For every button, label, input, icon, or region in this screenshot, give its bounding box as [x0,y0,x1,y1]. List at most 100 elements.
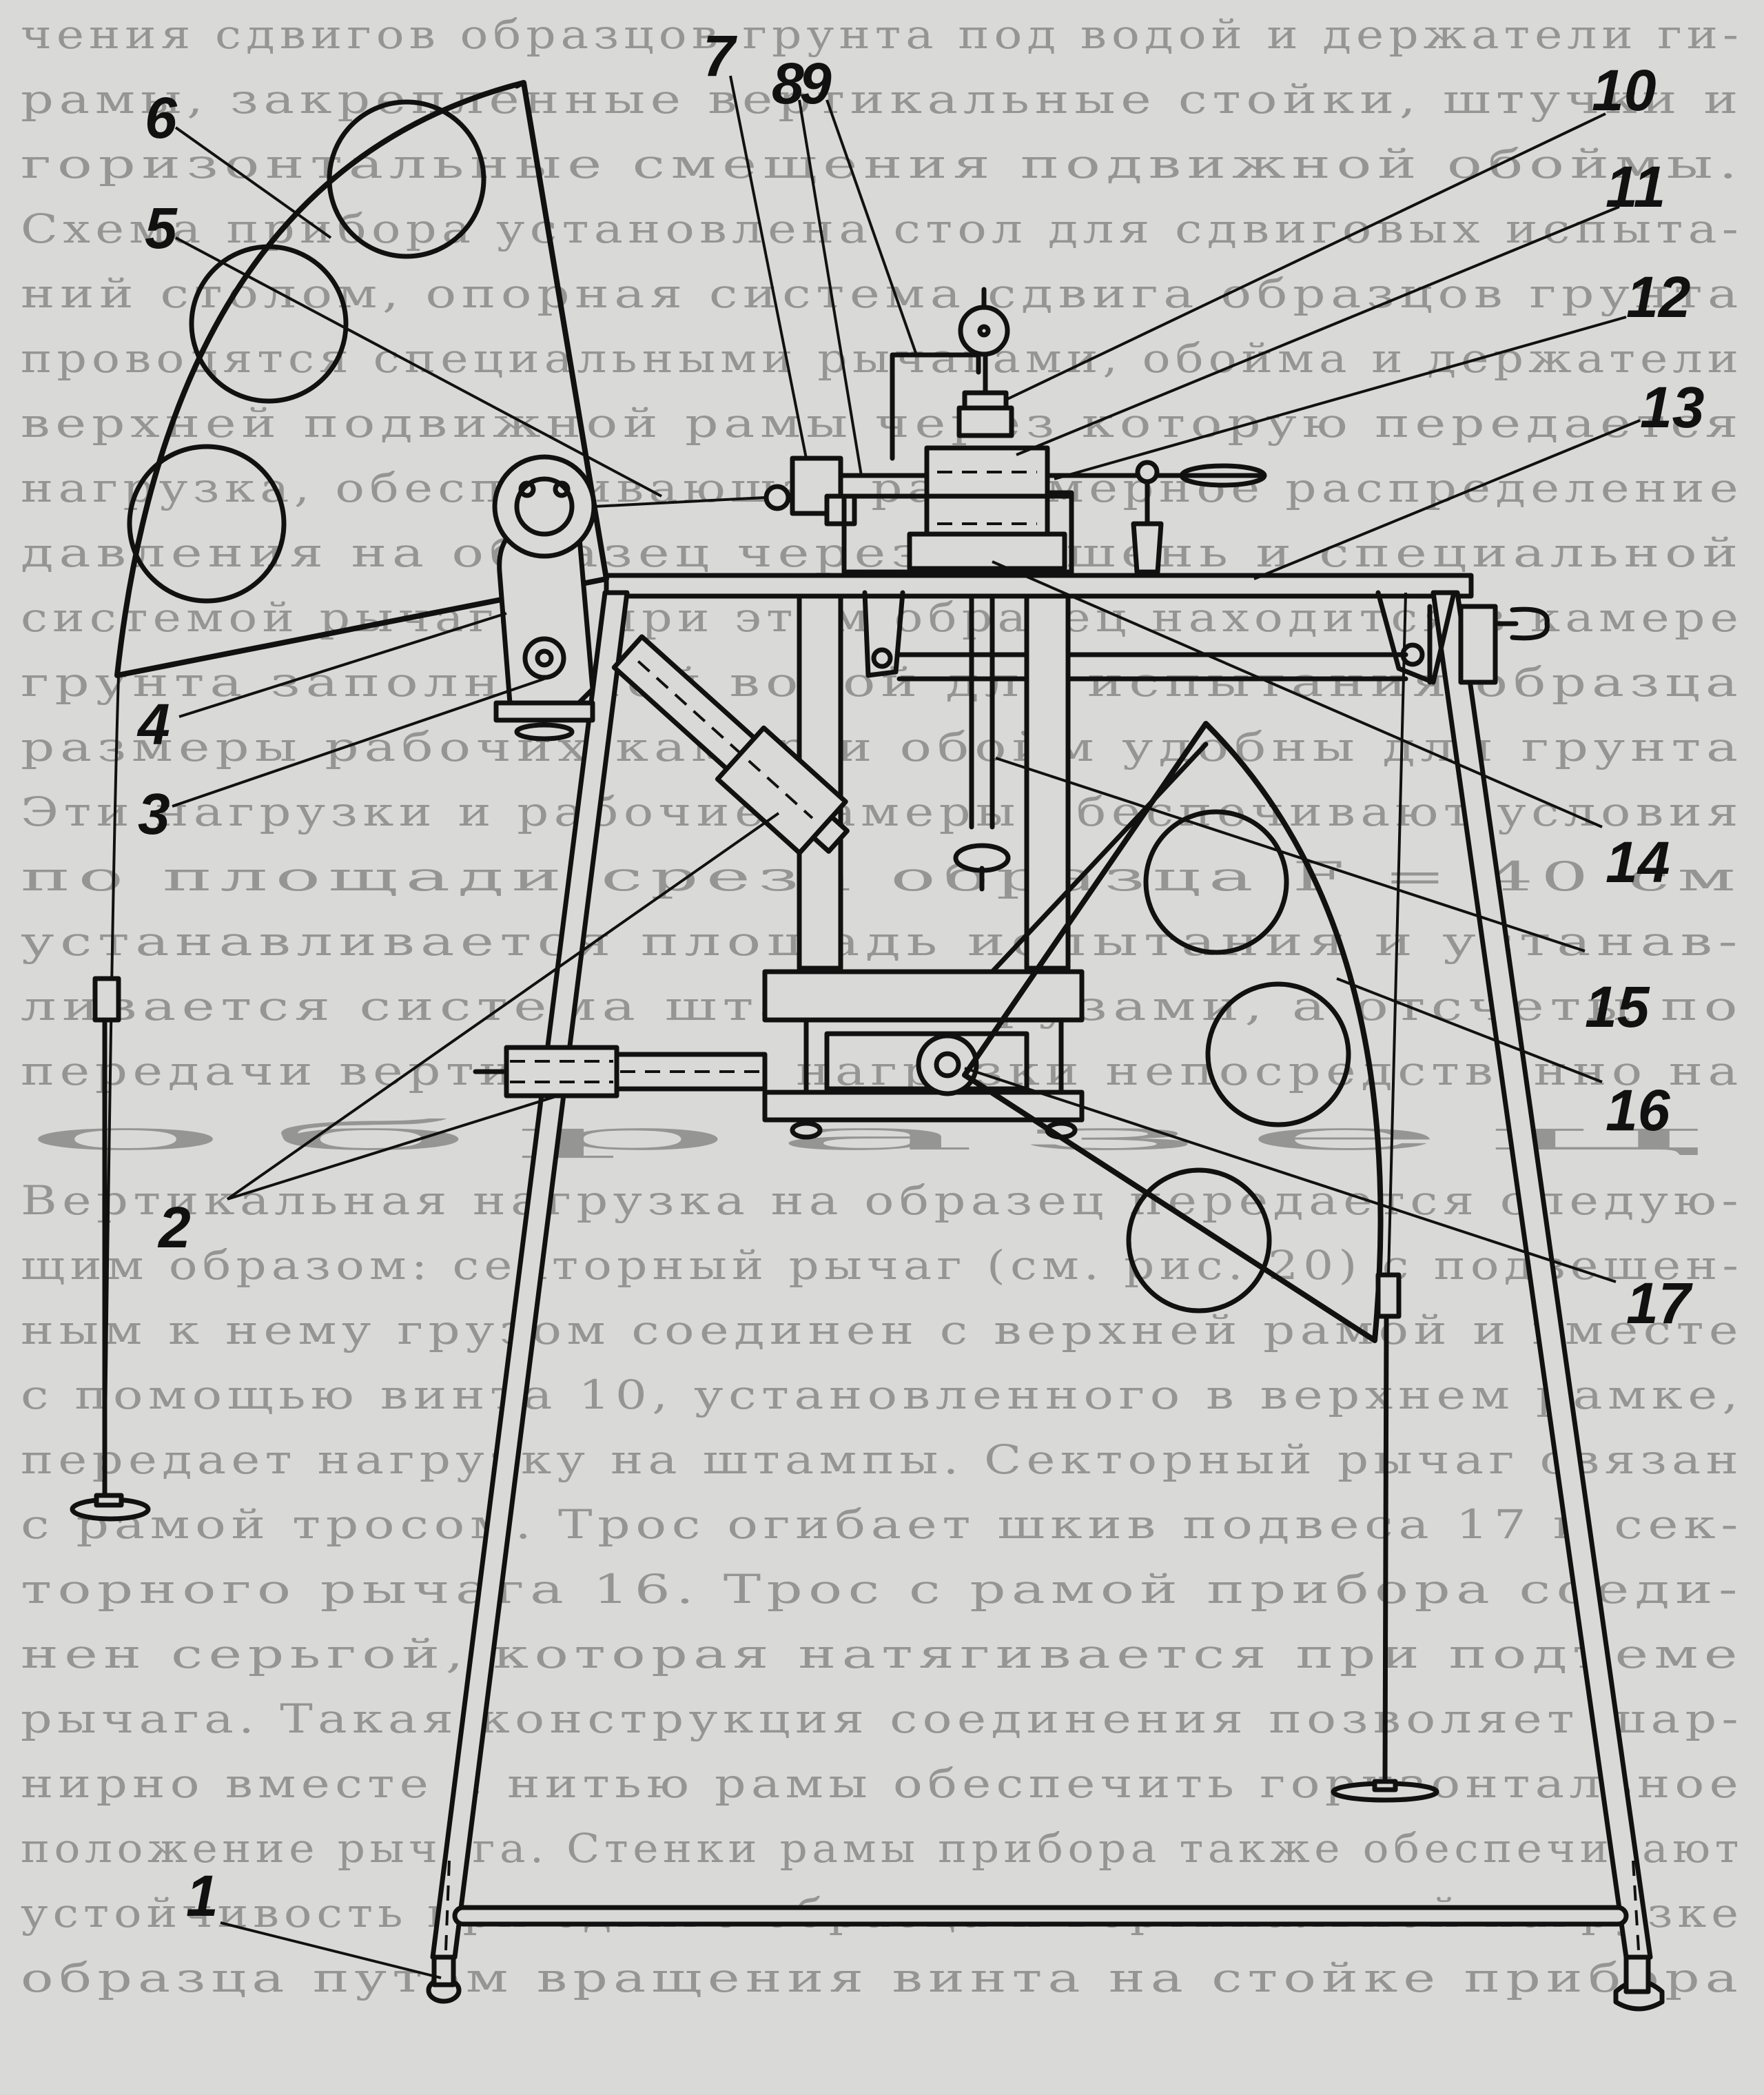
frame [426,573,1665,2012]
right-clamp-body [1458,604,1498,685]
left-weight-hub [94,1493,124,1508]
lower-pulley-hub [535,648,554,668]
callout-1: 1 [186,1863,218,1928]
callout-2: 2 [157,1195,191,1260]
right-weight-hub [1372,1779,1398,1792]
leader-9 [825,99,918,356]
pulley-bolt-1 [518,480,536,498]
dial-stand [890,352,981,461]
callout-labels: 1 2 3 4 5 6 7 8 9 10 11 12 13 14 15 16 1… [136,23,1704,1928]
leader-10 [1005,112,1606,401]
callout-16: 16 [1606,1078,1671,1143]
background-text-line: размеры рабочих камер и обойм удобны для… [21,724,1743,770]
bottom-frame [824,1031,1029,1092]
shear-box-base [907,531,1067,571]
pulley-wheel [492,454,597,559]
leader-8 [798,99,863,476]
bottom-plate [762,1090,1085,1123]
callout-17: 17 [1626,1271,1693,1336]
lower-sector-hole-1 [1143,809,1289,955]
pulley-17-hub [934,1051,961,1079]
callout-14: 14 [1606,830,1670,895]
lower-sector-lever [962,592,1439,1803]
callout-4: 4 [136,692,170,757]
callout-13: 13 [1640,375,1704,440]
leader-1 [220,1921,442,1979]
right-rod-knob [1135,460,1160,484]
background-text-line: Вертикальная нагрузка на образец передае… [21,1177,1743,1224]
carriage-right-post [1045,490,1074,575]
left-foot-screw [431,1954,456,1987]
right-post-base [1131,521,1164,575]
leader-3 [172,677,545,808]
callout-9: 9 [799,51,832,116]
callout-7: 7 [703,23,737,88]
pulley-base [493,700,595,723]
lower-sector-outline [962,721,1384,1343]
bottom-left-nut [790,1121,823,1140]
background-text-line: давления на образец через поршень и спец… [21,529,1743,576]
pulley-bolt-2 [553,480,571,498]
pulley-wire [593,496,766,508]
right-cable [1387,592,1407,1276]
sector-hole-2 [189,244,349,404]
upper-cylinder-dash [637,660,814,819]
callout-6: 6 [145,85,178,150]
background-text-line: торного рычага 16. Трос с рамой прибора … [21,1566,1743,1613]
leader-5 [175,236,662,498]
background-text-line: рычага. Такая конструкция соединения поз… [21,1695,1743,1742]
background-text-line: щим образом: секторный рычаг (см. рис. 2… [21,1242,1743,1289]
clamp-handle [1493,606,1550,641]
diagonal-arm [989,742,1209,974]
upper-sector-lever [70,80,609,1522]
table-top-plate [604,573,1474,599]
background-text-line: с помощью винта 10, установленного в вер… [21,1371,1743,1418]
callout-10: 10 [1592,58,1656,123]
callout-8: 8 [772,51,804,116]
callout-3: 3 [138,781,170,846]
lower-plate [762,969,1085,1023]
background-text-line: образца путем вращения винта на стойке п… [21,1954,1743,2001]
background-text: чения сдвигов образцов грунта под водой … [21,11,1743,2001]
right-cable-clamp [1375,1272,1402,1319]
lower-sector-hole-2 [1205,981,1351,1127]
clamp-7-base [824,493,857,527]
callout-12: 12 [1626,265,1690,329]
left-leg-dash [444,1860,451,1951]
leader-14 [992,560,1603,828]
lower-pulley [522,636,566,680]
background-text-line: передает нагрузку на штампы. Секторный р… [21,1436,1743,1483]
leader-2b [227,1094,559,1200]
upper-cylinder [611,634,850,856]
right-hanger-rod [1382,1314,1389,1781]
sector-tip [514,80,526,89]
left-table-bracket-pin [871,647,893,669]
leader-15 [995,757,1586,952]
background-text-line: Схема прибора установлена стол для сдвиг… [21,205,1743,252]
background-text-line: нен серьгой, которая натягивается при по… [21,1631,1743,1677]
lower-cylinder [473,1045,768,1098]
background-text-line: нагрузка, обеспечивающая равномерное рас… [21,464,1743,511]
leader-11 [1016,205,1620,456]
pulley-17 [916,1033,979,1096]
background-text-line: по площади среза образца F = 40 см [21,853,1743,900]
callout-11: 11 [1606,154,1665,219]
background-text-line: чения сдвигов образцов грунта под водой … [21,11,1743,58]
background-text-line: рамы, закрепленные вертикальные стойки, … [21,76,1743,123]
sector-hole-1 [327,99,486,259]
left-cable-clamp [92,976,121,1023]
upper-cylinder-cap [810,815,850,854]
lower-sector-hole-3 [1126,1167,1272,1314]
dial-center [977,324,991,338]
clamp-7 [790,456,843,516]
leader-13 [1253,419,1641,580]
sector-outline [114,80,609,678]
background-text-line: нирно вместе с нитью рамы обеспечить гор… [21,1760,1743,1807]
sector-hole-3 [127,444,287,604]
leader-17 [964,1067,1617,1283]
right-bracket [1375,590,1457,685]
background-text-line: с рамой тросом. Трос огибает шкив подвес… [21,1501,1743,1548]
background-text-line: устанавливается площадь испытания и уста… [21,918,1743,965]
leader-4 [178,612,507,718]
